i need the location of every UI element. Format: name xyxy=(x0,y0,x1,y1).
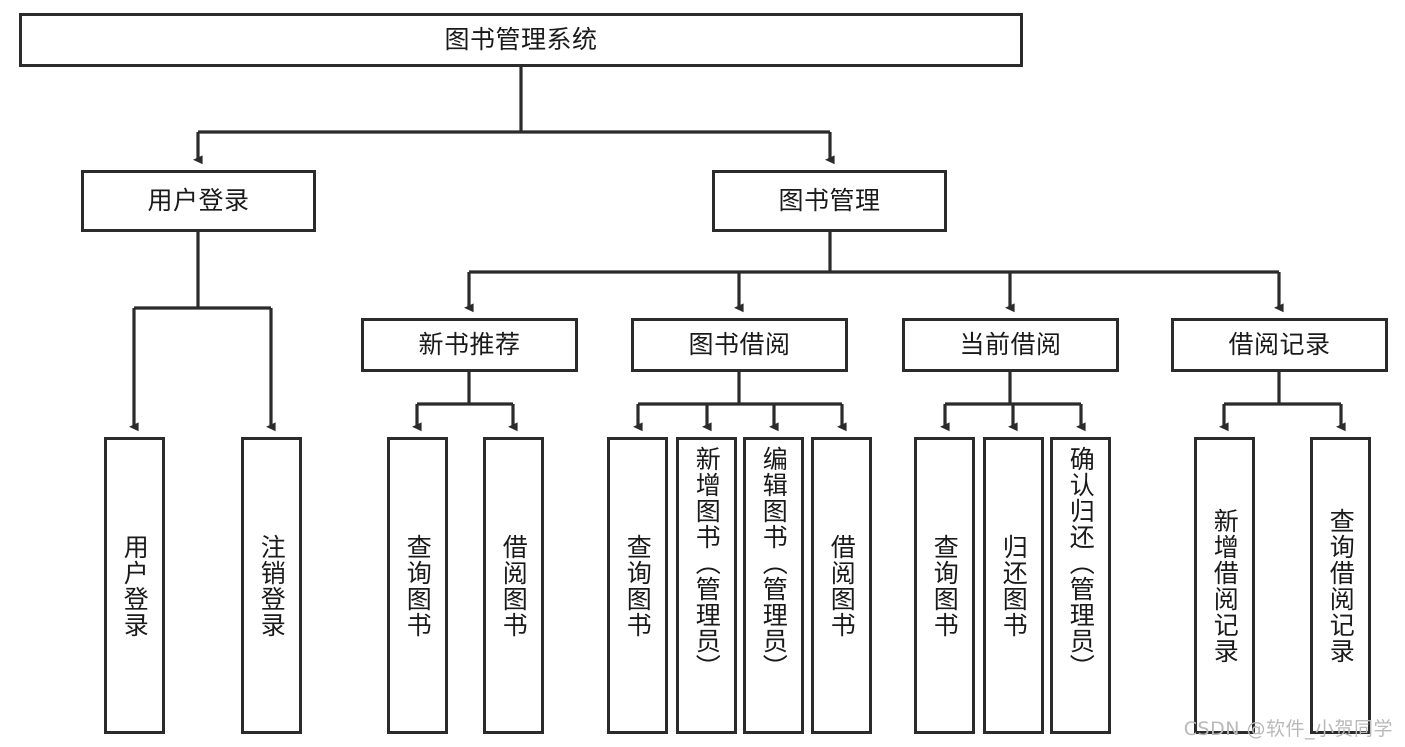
leaf-add-borrow-record[interactable]: 新增借阅记录 xyxy=(1194,437,1255,734)
node-label: 注销登录 xyxy=(257,533,287,638)
node-label: 用户登录 xyxy=(147,186,250,216)
node-label: 借阅图书 xyxy=(827,533,857,638)
leaf-add-book-admin[interactable]: 新增图书（管理员） xyxy=(676,437,737,734)
node-label: 查询图书 xyxy=(623,533,653,638)
leaf-query-borrow-record[interactable]: 查询借阅记录 xyxy=(1310,437,1371,734)
leaf-query-book-current[interactable]: 查询图书 xyxy=(914,437,975,734)
node-label: 新书推荐 xyxy=(418,330,521,360)
node-label: 当前借阅 xyxy=(959,330,1062,360)
leaf-borrow-book[interactable]: 借阅图书 xyxy=(811,437,872,734)
node-label: 新增图书（管理员） xyxy=(692,446,722,680)
leaf-return-book[interactable]: 归还图书 xyxy=(983,437,1044,734)
leaf-logout[interactable]: 注销登录 xyxy=(241,437,302,734)
node-root-book-management-system[interactable]: 图书管理系统 xyxy=(19,13,1023,67)
leaf-edit-book-admin[interactable]: 编辑图书（管理员） xyxy=(743,437,804,734)
node-user-login[interactable]: 用户登录 xyxy=(81,170,316,232)
watermark: CSDN @软件_小贺同学 xyxy=(1183,718,1393,740)
node-new-book-recommendation[interactable]: 新书推荐 xyxy=(361,318,578,372)
node-book-borrow[interactable]: 图书借阅 xyxy=(631,318,848,372)
node-label: 归还图书 xyxy=(999,533,1029,638)
leaf-borrow-book-recommendation[interactable]: 借阅图书 xyxy=(483,437,544,734)
node-borrow-record[interactable]: 借阅记录 xyxy=(1171,318,1388,372)
node-label: 图书借阅 xyxy=(688,330,791,360)
node-label: 确认归还（管理员） xyxy=(1066,446,1096,680)
node-label: 图书管理系统 xyxy=(444,25,598,55)
node-label: 图书管理 xyxy=(778,186,881,216)
node-label: 编辑图书（管理员） xyxy=(759,446,789,680)
node-label: 查询图书 xyxy=(930,533,960,638)
node-label: 借阅图书 xyxy=(499,533,529,638)
node-current-borrow[interactable]: 当前借阅 xyxy=(902,318,1119,372)
leaf-query-book-borrow[interactable]: 查询图书 xyxy=(607,437,668,734)
leaf-query-book-recommendation[interactable]: 查询图书 xyxy=(387,437,448,734)
node-label: 查询借阅记录 xyxy=(1326,507,1356,664)
node-book-management[interactable]: 图书管理 xyxy=(712,170,947,232)
node-label: 借阅记录 xyxy=(1228,330,1331,360)
leaf-user-login[interactable]: 用户登录 xyxy=(104,437,165,734)
node-label: 新增借阅记录 xyxy=(1210,507,1240,664)
node-label: 查询图书 xyxy=(403,533,433,638)
leaf-confirm-return-admin[interactable]: 确认归还（管理员） xyxy=(1050,437,1111,734)
node-label: 用户登录 xyxy=(120,533,150,638)
